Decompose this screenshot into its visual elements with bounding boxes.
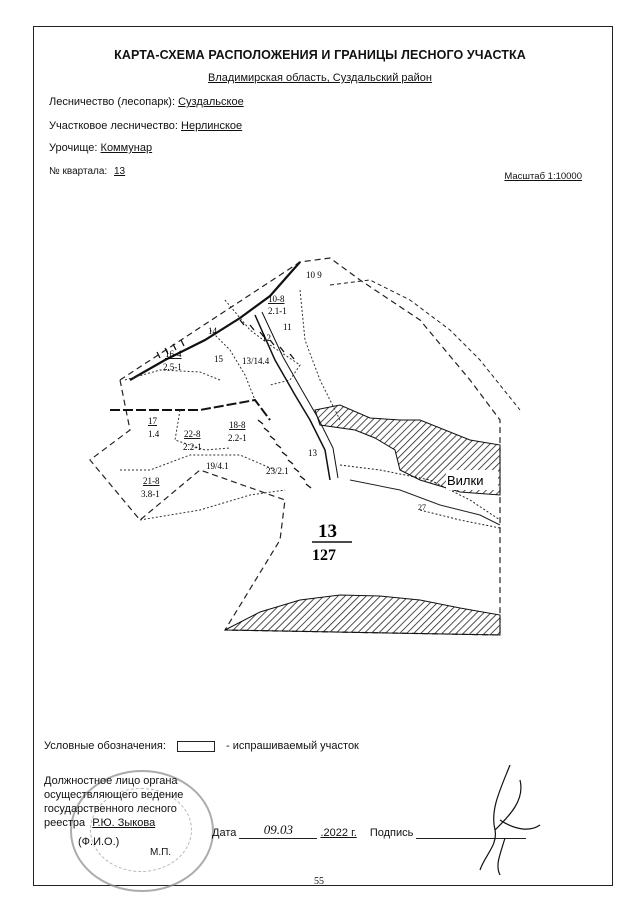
map-label: 15 xyxy=(214,354,224,364)
handwritten-signature xyxy=(479,764,541,876)
stand-line xyxy=(124,369,221,381)
legend: Условные обозначения: - испрашиваемый уч… xyxy=(44,740,359,752)
map-label: 11 xyxy=(283,322,292,332)
official-line: государственного лесного xyxy=(44,803,177,815)
map-label: 2.1-1 xyxy=(268,306,287,316)
district-row: Участковое лесничество: Нерлинское xyxy=(49,120,242,132)
forestry-row: Лесничество (лесопарк): Суздальское xyxy=(49,96,244,108)
map-label: 27 xyxy=(418,503,426,512)
stand-line xyxy=(120,454,276,471)
road xyxy=(339,464,501,521)
bold-boundary xyxy=(129,261,301,381)
map-label: 2.2-1 xyxy=(228,433,247,443)
map-label: 12 xyxy=(262,333,271,343)
quarter-boundary xyxy=(89,257,501,636)
quarter-label: № квартала: xyxy=(49,166,108,177)
map-label: 18-8 xyxy=(229,420,246,430)
road xyxy=(329,279,521,411)
stand-line xyxy=(139,489,286,521)
forestry-value: Суздальское xyxy=(178,96,244,108)
date-row: Дата 09.03 .2022 г. Подпись xyxy=(212,822,527,839)
document-title: КАРТА-СХЕМА РАСПОЛОЖЕНИЯ И ГРАНИЦЫ ЛЕСНО… xyxy=(114,48,526,62)
map-label: 14 xyxy=(208,326,218,336)
map-label: 10 9 xyxy=(306,270,322,280)
legend-swatch xyxy=(176,740,215,752)
tract-label: Урочище: xyxy=(49,142,98,154)
map-label: 1.4 xyxy=(148,429,160,439)
date-year: .2022 г. xyxy=(320,827,357,839)
official-line: осуществляющего ведение xyxy=(44,789,184,801)
map-label: 2.2-1 xyxy=(183,442,202,452)
official-name: Р.Ю. Зыкова xyxy=(92,817,156,829)
official-seal xyxy=(70,770,214,892)
map-label: 13/14.4 xyxy=(242,356,270,366)
map-label: 23/2.1 xyxy=(266,466,289,476)
river xyxy=(254,314,331,481)
river xyxy=(261,311,339,479)
village-label: Вилки xyxy=(447,473,483,488)
hatched-area xyxy=(224,594,501,636)
district-label: Участковое лесничество: xyxy=(49,120,178,132)
quarter-row: № квартала: 13 xyxy=(49,166,125,177)
district-value: Нерлинское xyxy=(181,120,243,132)
sign-label: Подпись xyxy=(369,827,414,839)
region-line: Владимирская область, Суздальский район xyxy=(208,72,432,84)
edge-ticks xyxy=(156,319,312,489)
quarter-value: 13 xyxy=(113,166,126,177)
road xyxy=(349,479,501,526)
date-value: 09.03 xyxy=(239,822,318,839)
map-label: 13 xyxy=(308,448,318,458)
mp-label: М.П. xyxy=(150,847,172,858)
map-label: 21-8 xyxy=(143,476,160,486)
road xyxy=(419,509,501,529)
legend-label: Условные обозначения: xyxy=(44,740,166,752)
map-label: 17 xyxy=(148,416,158,426)
map-label: 22-8 xyxy=(184,429,201,439)
map-label: 19/4.1 xyxy=(206,461,229,471)
page-frame xyxy=(33,26,613,886)
map-label: 3.8-1 xyxy=(141,489,160,499)
stand-line xyxy=(299,289,341,421)
official-line: Должностное лицо органа xyxy=(44,775,178,787)
sign-line xyxy=(416,838,527,839)
scale-label: Масштаб 1:10000 xyxy=(504,171,582,182)
village-label-bg xyxy=(446,470,498,490)
page-number: 55 xyxy=(314,876,324,887)
map-label: 16-4 xyxy=(165,349,182,359)
quarter-number: 13 xyxy=(318,521,337,542)
map-label: 2.5-1 xyxy=(163,362,182,372)
quarter-area: 127 xyxy=(312,547,336,564)
forestry-label: Лесничество (лесопарк): xyxy=(49,96,176,108)
official-block: Должностное лицо органа осуществляющего … xyxy=(44,774,183,830)
fio-label: (Ф.И.О.) xyxy=(78,836,120,848)
date-label: Дата xyxy=(212,827,237,839)
official-line: реестра xyxy=(44,817,86,829)
map-label: 10-8 xyxy=(268,294,285,304)
legend-desc: - испрашиваемый участок xyxy=(226,740,359,752)
tract-row: Урочище: Коммунар xyxy=(49,142,152,154)
bold-boundary-2 xyxy=(110,398,271,421)
tract-value: Коммунар xyxy=(100,142,153,154)
